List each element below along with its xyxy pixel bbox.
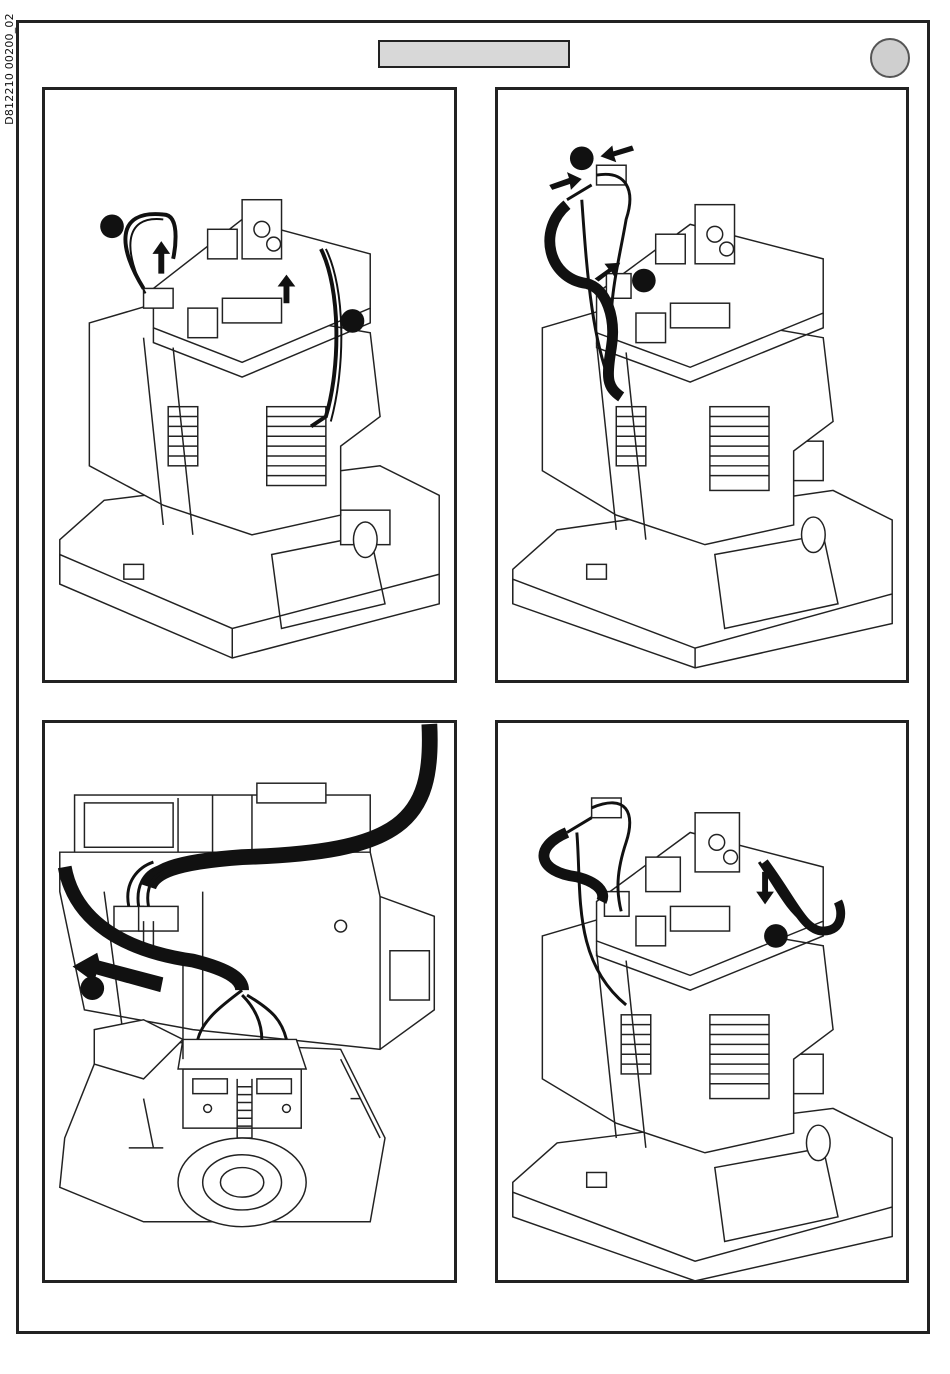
illustration-panel-4	[495, 720, 909, 1283]
illustration-panel-3	[42, 720, 457, 1283]
operator-reconnect-illustration	[498, 723, 906, 1280]
operator-disconnect-illustration	[498, 90, 906, 680]
document-code: D812210 00200_02	[3, 9, 17, 129]
illustration-panel-2	[495, 87, 909, 683]
operator-unplug-illustration	[45, 90, 454, 680]
page-indicator-circle	[870, 38, 910, 78]
illustration-panel-1	[42, 87, 457, 683]
title-box	[378, 40, 570, 68]
motor-base-cable-illustration	[45, 723, 454, 1280]
